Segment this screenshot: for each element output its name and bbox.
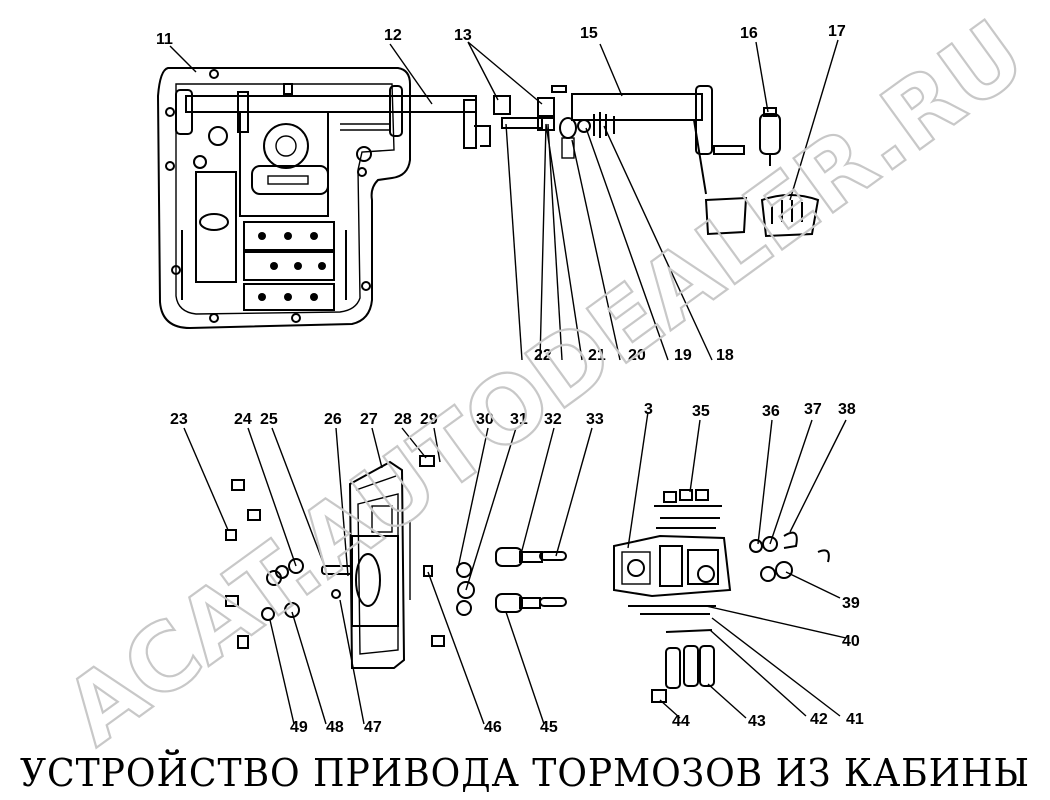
brake-valve-3 [613, 534, 732, 598]
callout-41: 41 [846, 711, 864, 728]
callout-43: 43 [748, 713, 766, 730]
callout-27: 27 [360, 411, 378, 428]
callout-46: 46 [484, 719, 502, 736]
callout-21: 21 [588, 347, 606, 364]
callout-29: 29 [420, 411, 438, 428]
fluid-reservoir [195, 171, 237, 283]
callout-19: 19 [674, 347, 692, 364]
callout-36: 36 [762, 403, 780, 420]
callout-32: 32 [544, 411, 562, 428]
callout-26: 26 [324, 411, 342, 428]
callout-24: 24 [234, 411, 252, 428]
pedal-shaft [185, 95, 477, 113]
callout-40: 40 [842, 633, 860, 650]
callout-42: 42 [810, 711, 828, 728]
leader-lines [169, 39, 847, 725]
callout-18: 18 [716, 347, 734, 364]
callout-16: 16 [740, 25, 758, 42]
pedal-bracket-shaft [571, 93, 703, 121]
callout-25: 25 [260, 411, 278, 428]
callout-labels: 11 12 13 15 16 17 22 21 20 19 18 23 24 2… [156, 23, 864, 736]
callout-28: 28 [394, 411, 412, 428]
callout-38: 38 [838, 401, 856, 418]
callout-13: 13 [454, 27, 472, 44]
watermark: ACAT.AUTODEALER.RU [46, 0, 1044, 766]
mounting-plate [156, 67, 411, 330]
brake-valve-body [239, 111, 329, 217]
upper-assembly [156, 67, 820, 330]
callout-31: 31 [510, 411, 528, 428]
lower-left-assembly [225, 455, 567, 669]
clutch-pedal-pad [760, 194, 820, 238]
plate-inner-rim [175, 83, 395, 315]
callout-11: 11 [156, 31, 173, 48]
brake-pedal-pad [704, 196, 748, 236]
callout-17: 17 [828, 23, 846, 40]
callout-12: 12 [384, 27, 402, 44]
control-valve-housing [348, 460, 406, 669]
callout-45: 45 [540, 719, 558, 736]
callout-33: 33 [586, 411, 604, 428]
callout-37: 37 [804, 401, 822, 418]
callout-49: 49 [290, 719, 308, 736]
callout-23: 23 [170, 411, 188, 428]
callout-44: 44 [672, 713, 690, 730]
callout-15: 15 [580, 25, 598, 42]
diagram-title: УСТРОЙСТВО ПРИВОДА ТОРМОЗОВ ИЗ КАБИНЫ [20, 750, 1030, 795]
callout-22: 22 [534, 347, 552, 364]
callout-48: 48 [326, 719, 344, 736]
callout-47: 47 [364, 719, 382, 736]
callout-30: 30 [476, 411, 494, 428]
terminal-blocks [243, 221, 335, 311]
lower-right-assembly [613, 489, 830, 703]
callout-3: 3 [644, 401, 653, 418]
callout-20: 20 [628, 347, 646, 364]
callout-35: 35 [692, 403, 710, 420]
callout-39: 39 [842, 595, 860, 612]
